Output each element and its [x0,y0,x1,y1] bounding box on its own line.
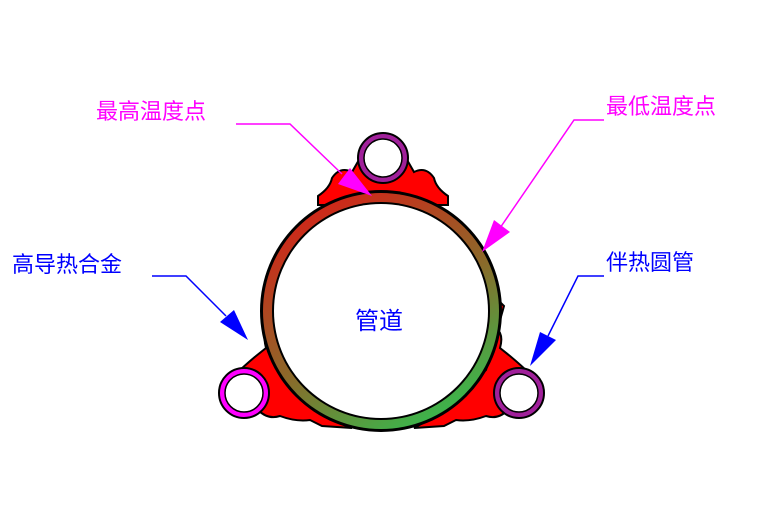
tracing-tube-leader [530,275,604,366]
highest-temp-label: 最高温度点 [96,100,206,125]
pipe [260,190,502,432]
highest-temp-leader [236,123,372,196]
pipe-label: 管道 [355,307,403,335]
heat-alloy-leader [152,275,248,340]
lowest-temp-leader [482,119,604,252]
tracing-tube-label: 伴热圆管 [606,251,694,276]
tracing-tube-bottom-right [493,367,545,419]
tracing-tube-bottom-left [218,367,270,419]
tracing-tube-top [357,132,409,184]
heat-alloy-label: 高导热合金 [12,253,122,278]
lowest-temp-label: 最低温度点 [606,95,716,120]
